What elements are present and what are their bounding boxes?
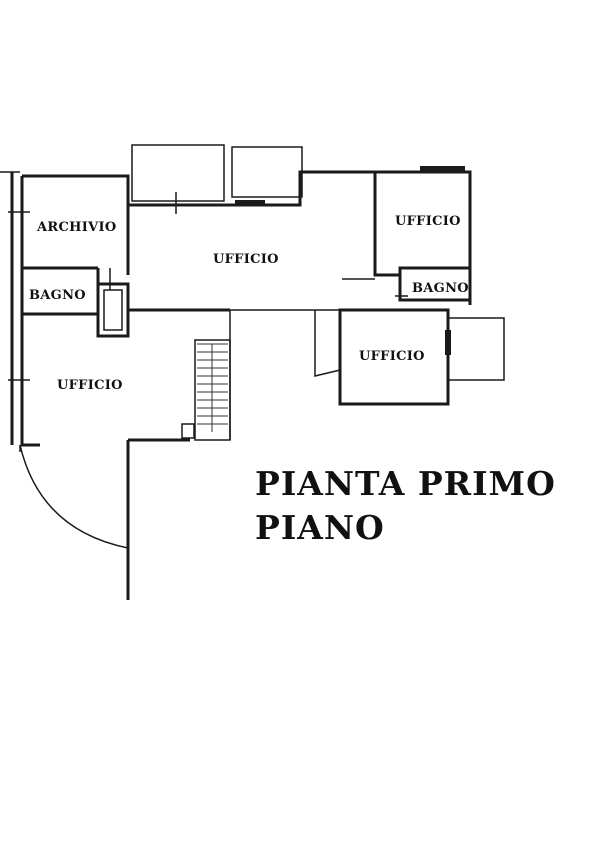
room-label-ufficio-right-top: UFFICIO bbox=[395, 214, 461, 229]
central-wing-walls bbox=[126, 144, 400, 311]
staircase bbox=[181, 310, 231, 441]
balcony-north-right bbox=[231, 146, 303, 198]
balcony-north-left bbox=[131, 144, 225, 202]
balcony-west bbox=[314, 310, 341, 377]
shaft-walls bbox=[96, 282, 130, 338]
door-swing-arc bbox=[19, 444, 129, 549]
balcony-east bbox=[448, 317, 505, 381]
room-label-bagno-left: BAGNO bbox=[29, 288, 86, 303]
inner-wall-left bbox=[20, 176, 40, 447]
bagno-right-walls bbox=[398, 266, 472, 302]
central-north-wall bbox=[128, 170, 375, 207]
room-label-ufficio-right-bottom: UFFICIO bbox=[359, 349, 425, 364]
office-right-top-walls bbox=[375, 170, 472, 305]
shaft-inner bbox=[103, 289, 123, 331]
stair-newel bbox=[181, 423, 195, 439]
plan-title-line-2: PIANO bbox=[255, 508, 385, 547]
stair-treads bbox=[197, 343, 228, 432]
room-label-ufficio-left: UFFICIO bbox=[57, 378, 123, 393]
left-wing-walls bbox=[0, 171, 230, 600]
room-label-ufficio-center: UFFICIO bbox=[213, 252, 279, 267]
right-wing-walls bbox=[314, 166, 505, 406]
room-label-bagno-right: BAGNO bbox=[412, 281, 469, 296]
room-label-archivio: ARCHIVIO bbox=[36, 220, 117, 235]
plan-title-line-1: PIANTA PRIMO bbox=[255, 464, 556, 503]
office-right-top-west-wall bbox=[373, 172, 400, 277]
office-right-bottom-walls bbox=[338, 308, 450, 406]
